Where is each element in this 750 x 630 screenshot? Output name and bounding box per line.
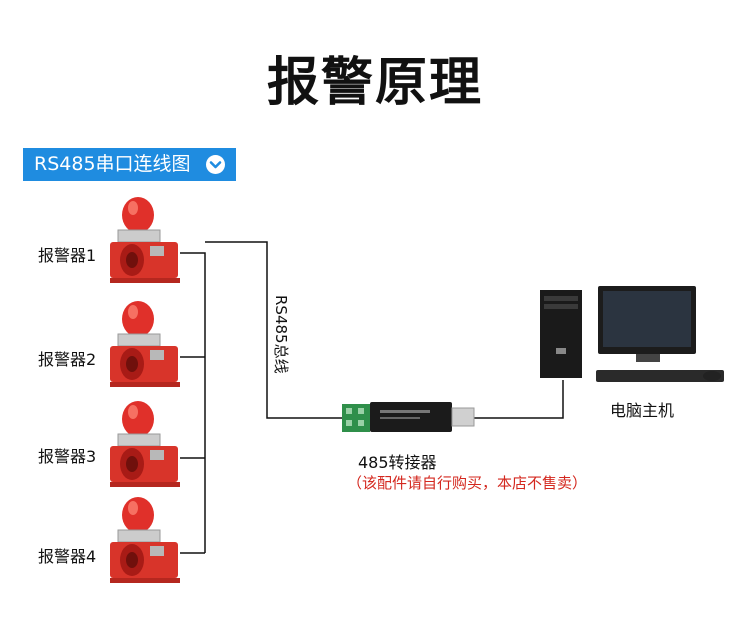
desktop-computer-icon [540, 286, 724, 382]
usb-converter-icon [342, 402, 475, 432]
alarm-label-3: 报警器3 [38, 447, 97, 466]
section-badge-label: RS485串口连线图 [34, 153, 191, 175]
alarm-siren-icon [110, 497, 180, 583]
computer-label: 电脑主机 [610, 401, 675, 420]
section-badge[interactable]: RS485串口连线图 [23, 148, 236, 181]
alarm-siren-icon [110, 301, 180, 387]
page-title: 报警原理 [266, 53, 483, 113]
chevron-down-icon [206, 155, 225, 174]
alarm-label-2: 报警器2 [38, 350, 97, 369]
alarm-siren-icon [110, 401, 180, 487]
alarm-label-1: 报警器1 [38, 246, 97, 265]
bus-wires [180, 241, 564, 554]
converter-label: 485转接器 [358, 453, 437, 472]
bus-label: RS485总线 [272, 295, 290, 374]
alarm-siren-icon [110, 197, 180, 283]
alarm-label-4: 报警器4 [38, 547, 97, 566]
converter-note: （该配件请自行购买，本店不售卖） [347, 474, 588, 492]
